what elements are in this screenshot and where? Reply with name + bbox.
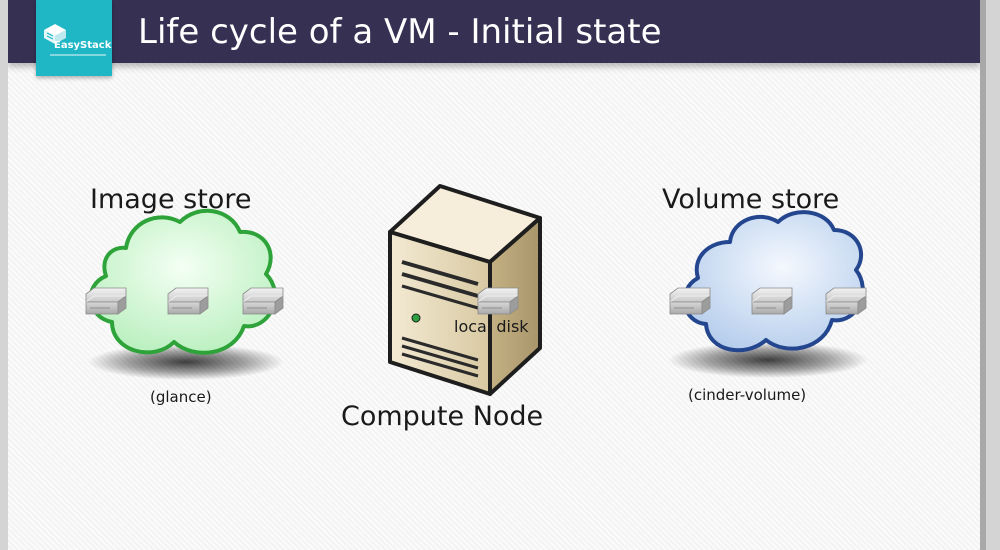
image-store-subtitle: (glance) <box>150 388 212 406</box>
volume-store-cloud <box>668 210 868 378</box>
title-bar: Life cycle of a VM - Initial state <box>8 0 980 63</box>
image-disk-icon <box>167 287 209 315</box>
volume-store-title: Volume store <box>662 184 840 215</box>
volume-store-cloud-shape <box>682 210 865 353</box>
image-disk-icon <box>242 287 284 315</box>
image-store-cloud <box>85 208 284 380</box>
image-store-cloud-shape <box>88 208 277 355</box>
local-disk-label: local disk <box>454 317 529 336</box>
server-tower-icon <box>388 184 542 396</box>
image-store-title: Image store <box>90 184 252 215</box>
image-disk-icon <box>85 287 127 315</box>
slide-title: Life cycle of a VM - Initial state <box>138 12 662 52</box>
compute-node-title: Compute Node <box>341 401 544 432</box>
logo-tagline-mark <box>50 54 106 56</box>
volume-store-shadow <box>668 342 868 378</box>
diagram-canvas <box>85 184 868 396</box>
volume-disk-icon <box>751 287 793 315</box>
logo-mark-icon <box>44 24 66 44</box>
volume-disk-icon <box>669 287 711 315</box>
logo-text: EasyStack <box>54 40 112 51</box>
volume-store-subtitle: (cinder-volume) <box>688 386 807 404</box>
slide: Life cycle of a VM - Initial state EasyS… <box>8 0 986 550</box>
volume-disk-icon <box>825 287 867 315</box>
local-disk-icon <box>477 287 519 315</box>
easystack-logo: EasyStack <box>36 0 112 76</box>
